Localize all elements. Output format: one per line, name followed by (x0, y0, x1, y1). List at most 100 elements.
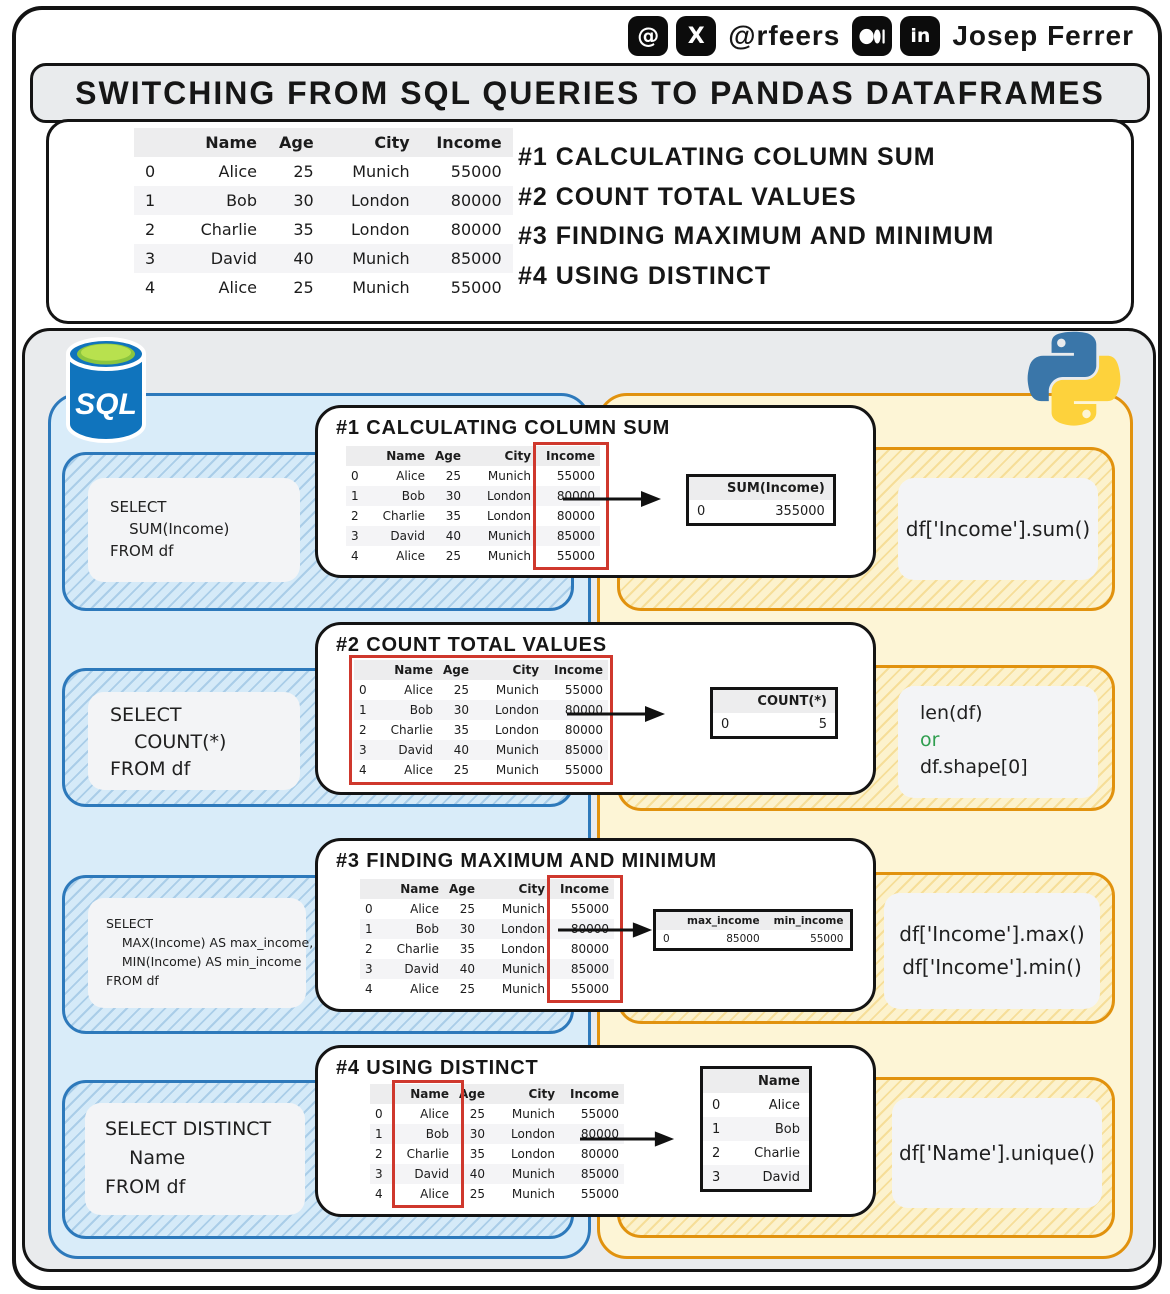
sql-logo-label: SQL (75, 388, 137, 421)
column-header: Age (268, 128, 325, 157)
code-line: df.shape[0] (920, 756, 1028, 778)
row-index: 2 (365, 942, 373, 956)
column-header: Name (370, 446, 430, 466)
cell: 25 (293, 278, 314, 297)
intro-box (46, 119, 1134, 324)
row-index: 0 (365, 902, 373, 916)
cell: 80000 (580, 1147, 620, 1161)
cell: 40 (469, 1167, 486, 1181)
column-header: SUM(Income) (719, 477, 833, 500)
row-index: 2 (359, 723, 367, 737)
row-index: 4 (351, 549, 359, 563)
cell: Munich (352, 162, 410, 181)
cell: 85000 (580, 1167, 620, 1181)
cell: 55000 (570, 982, 610, 996)
pandas-code-max-min: df['Income'].max()df['Income'].min() (884, 893, 1100, 1009)
index-corner (360, 879, 384, 899)
column-header: Name (378, 660, 438, 680)
row-index: 2 (375, 1147, 383, 1161)
column-header: City (480, 879, 551, 899)
code-line: df['Income'].min() (902, 955, 1082, 979)
threads-icon[interactable]: @ (628, 16, 669, 56)
cell: Munich (511, 1187, 556, 1201)
cell: 355000 (775, 504, 825, 519)
cell: Alice (218, 162, 257, 181)
cell: 40 (445, 529, 462, 543)
index-corner (656, 912, 680, 930)
column-header: Name (176, 128, 268, 157)
cell: 25 (459, 982, 476, 996)
cell: 80000 (570, 942, 610, 956)
cell: Bob (415, 922, 439, 936)
column-header: Age (454, 1084, 491, 1104)
x-icon[interactable]: X (676, 16, 717, 56)
code-line: df['Income'].sum() (905, 517, 1091, 541)
medium-icon[interactable] (852, 16, 893, 56)
card-title: #3 FINDING MAXIMUM AND MINIMUM (336, 850, 718, 872)
column-header: City (466, 446, 537, 466)
social-bar: @ X @rfeers in Josep Ferrer (628, 14, 1138, 58)
cell: 55000 (556, 469, 596, 483)
medium-glyph (859, 28, 885, 44)
cell: Charlie (382, 509, 425, 523)
cell: 85000 (570, 962, 610, 976)
code-text: SELECT SUM(Income) FROM df (110, 498, 230, 560)
row-index: 0 (351, 469, 359, 483)
index-corner (134, 128, 176, 157)
column-header: Age (444, 879, 481, 899)
cell: 85000 (450, 249, 502, 268)
column-header: Name (394, 1084, 454, 1104)
cell: Munich (511, 1107, 556, 1121)
cell: Bob (401, 489, 425, 503)
cell: London (495, 703, 540, 717)
cell: David (762, 1169, 800, 1185)
linkedin-icon[interactable]: in (900, 16, 941, 56)
row-index: 0 (375, 1107, 383, 1121)
sql-query-sum: SELECT SUM(Income) FROM df (88, 478, 300, 582)
sql-query-count: SELECT COUNT(*) FROM df (88, 692, 300, 790)
cell: 55000 (450, 162, 502, 181)
cell: 35 (293, 220, 314, 239)
arrow-icon (563, 491, 661, 507)
code-line: df['Name'].unique() (899, 1141, 1095, 1165)
row-index: 1 (365, 922, 373, 936)
cell: Bob (409, 703, 433, 717)
cell: David (390, 529, 425, 543)
cell: Alice (420, 1187, 449, 1201)
cell: Bob (226, 191, 257, 210)
cell: 55000 (556, 549, 596, 563)
row-index: 2 (145, 220, 156, 239)
column-header: min_income (766, 912, 851, 930)
column-header: Income (536, 446, 601, 466)
column-header: COUNT(*) (747, 690, 835, 713)
cell: Alice (218, 278, 257, 297)
cell: Charlie (200, 220, 257, 239)
row-index: 3 (145, 249, 156, 268)
row-index: 0 (663, 933, 670, 945)
code-text: SELECT DISTINCT Name FROM df (105, 1118, 272, 1198)
row-index: 0 (712, 1097, 721, 1113)
column-header: City (474, 660, 545, 680)
column-header: Income (420, 128, 513, 157)
